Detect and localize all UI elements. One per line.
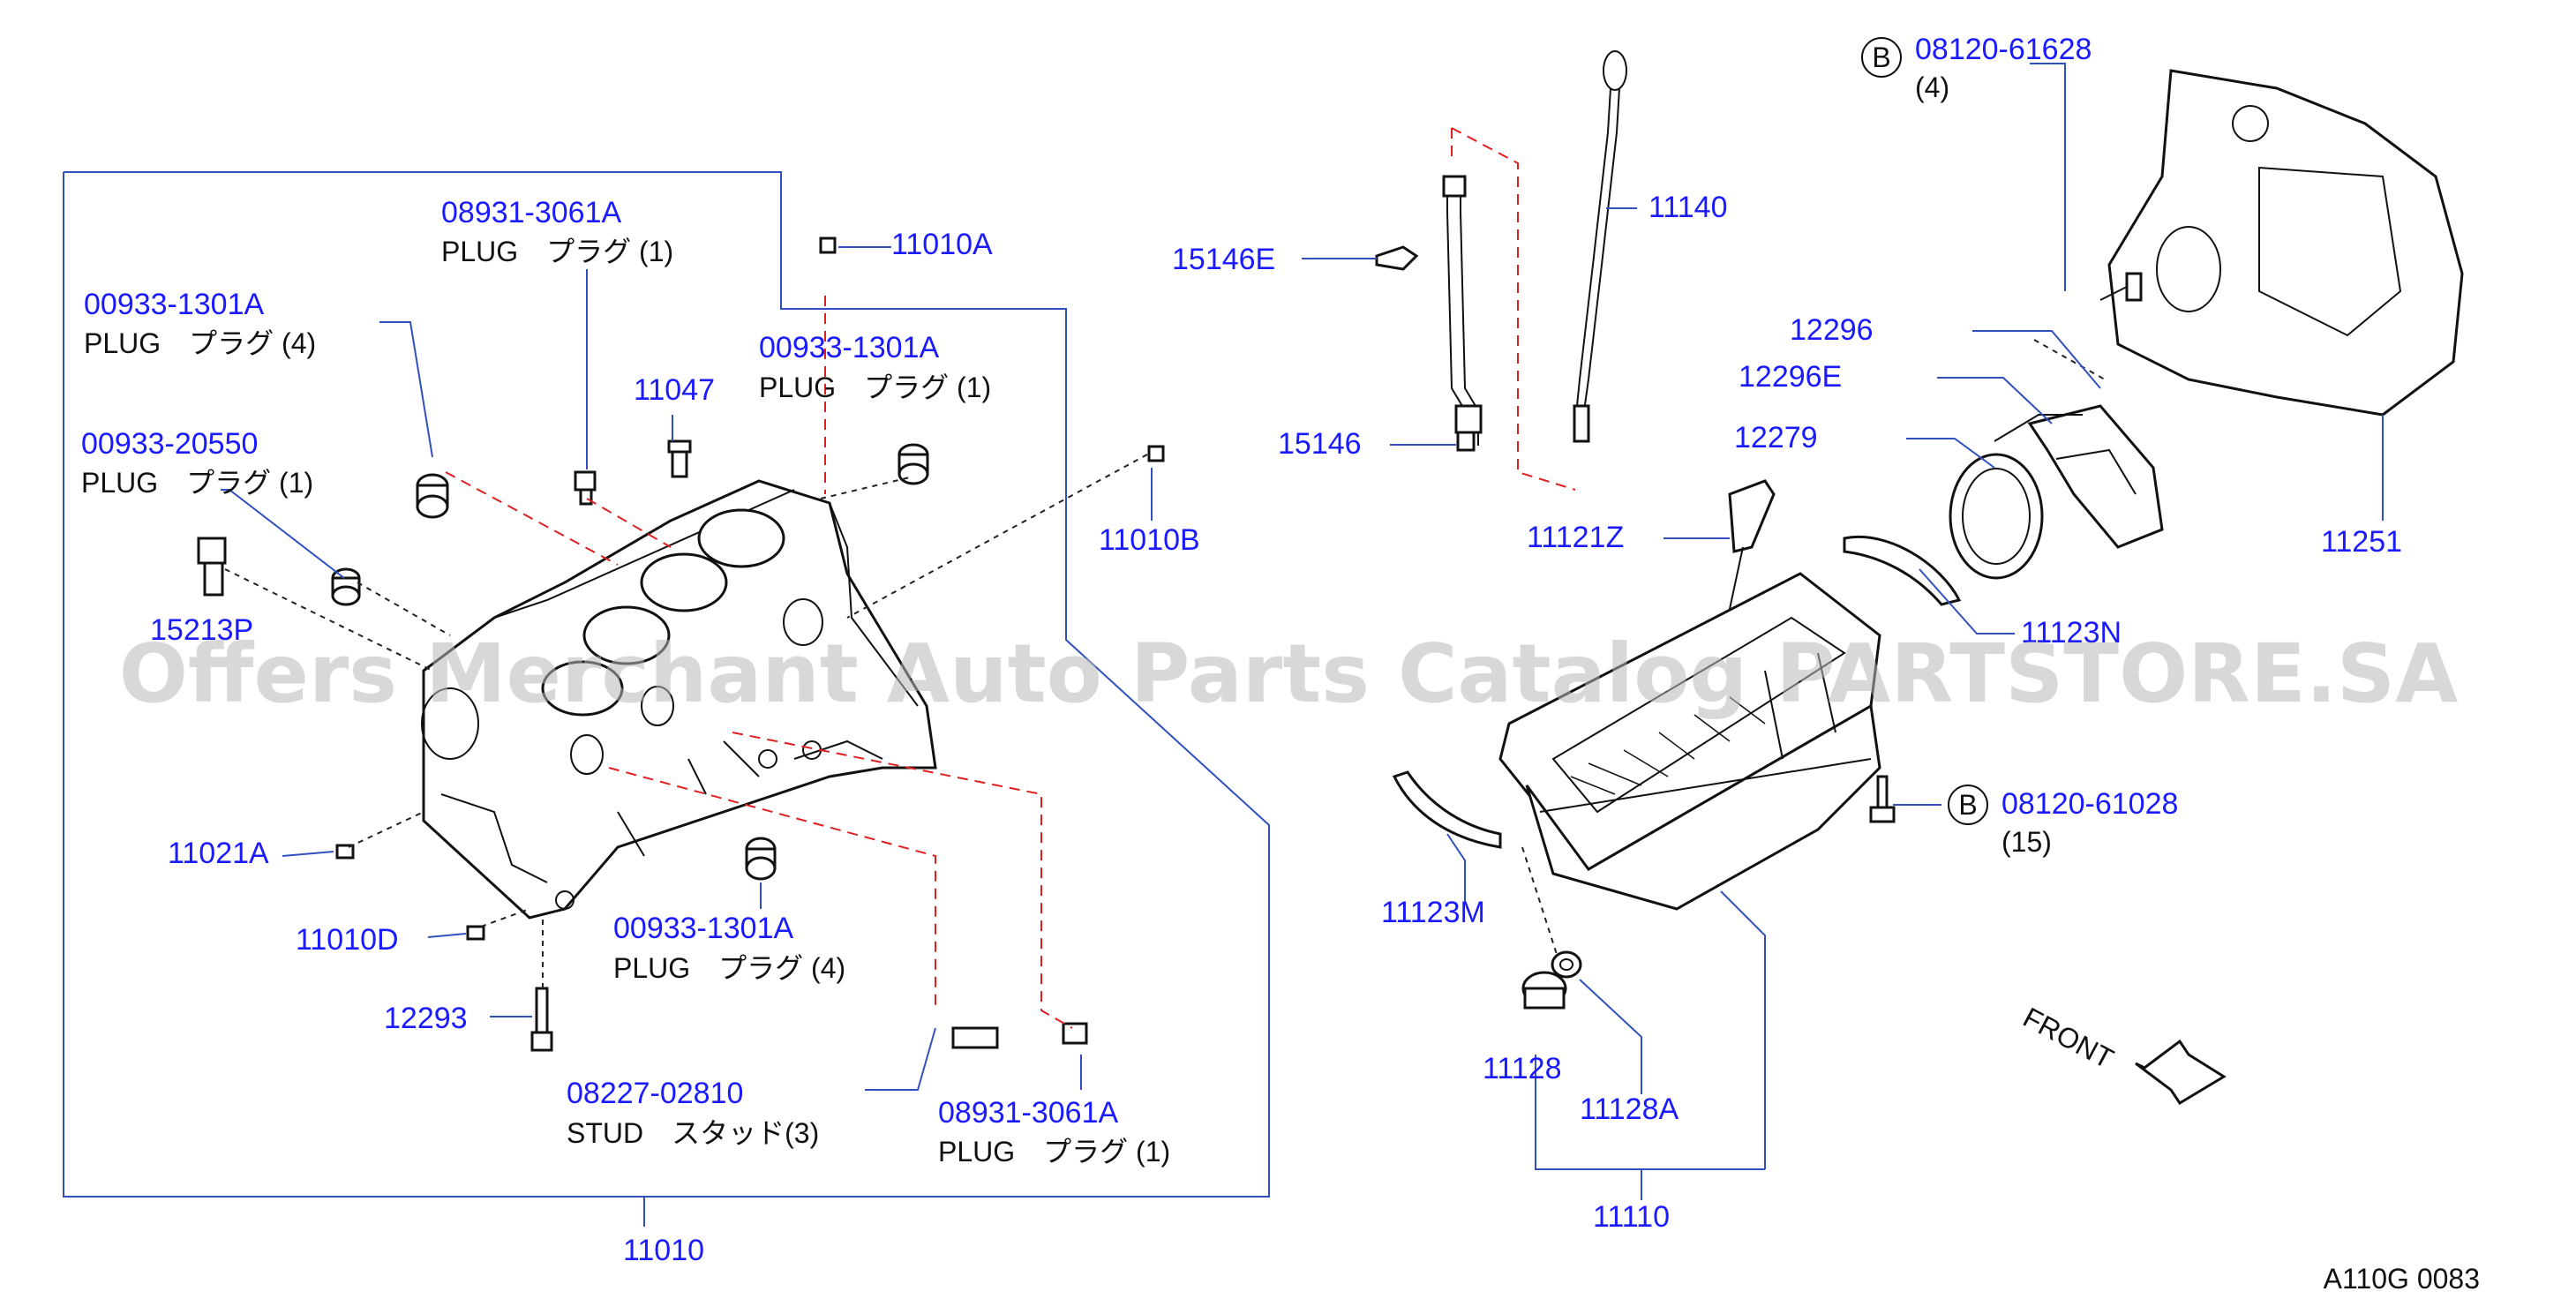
- part-desc-00933-1301A-c: PLUG プラグ (4): [613, 952, 845, 984]
- part-number-12279[interactable]: 12279: [1734, 421, 1818, 454]
- red-connection-lines: [445, 127, 1576, 1029]
- part-number-11110[interactable]: 11110: [1593, 1200, 1670, 1234]
- black-connection-lines: [224, 339, 2106, 988]
- bolt-marker-b-top-label: B: [1872, 41, 1890, 73]
- part-number-12293[interactable]: 12293: [384, 1002, 468, 1035]
- part-number-11121Z[interactable]: 11121Z: [1527, 521, 1624, 554]
- part-number-08120-61028[interactable]: 08120-61028: [2001, 787, 2178, 821]
- bolt-marker-b-top: [1861, 37, 1902, 78]
- drain-plug-drawing: [1521, 272, 2143, 1010]
- front-arrow-icon: [2135, 1039, 2227, 1106]
- part-labels: 08931-3061A PLUG プラグ (1) 11010A 00933-13…: [81, 33, 2402, 1267]
- part-desc-08931-3061A-top: PLUG プラグ (1): [441, 236, 673, 267]
- bearing-seal-drawing: [1392, 536, 1962, 849]
- part-number-11010D[interactable]: 11010D: [296, 923, 399, 957]
- part-number-11128[interactable]: 11128: [1483, 1052, 1562, 1085]
- part-number-11251[interactable]: 11251: [2321, 525, 2402, 559]
- rear-seal-drawing: [1949, 404, 2164, 580]
- front-direction-label: FRONT: [2018, 1001, 2119, 1075]
- part-number-11047[interactable]: 11047: [634, 373, 715, 407]
- bolt-marker-b-bottom-label: B: [1958, 789, 1977, 821]
- block-small-parts: [197, 237, 1165, 1052]
- part-number-11010[interactable]: 11010: [623, 1234, 704, 1267]
- bolt-marker-b-bottom: [1948, 785, 1988, 825]
- part-desc-00933-1301A-a: PLUG プラグ (4): [84, 327, 316, 359]
- part-number-00933-1301A-c[interactable]: 00933-1301A: [613, 912, 794, 945]
- leader-lines: [221, 63, 2384, 1200]
- watermark-text: Offers Merchant Auto Parts Catalog PARTS…: [119, 627, 2459, 721]
- part-desc-08227-02810: STUD スタッド(3): [567, 1117, 819, 1149]
- part-qty-08120-61028: (15): [2001, 826, 2052, 858]
- part-qty-08120-61628: (4): [1915, 71, 1949, 103]
- part-number-15146[interactable]: 15146: [1278, 427, 1362, 461]
- oil-pan-drawing: [1498, 479, 1881, 911]
- diagram-code: A110G 0083: [2324, 1263, 2480, 1295]
- rear-plate-drawing: [2107, 69, 2464, 417]
- part-desc-00933-1301A-b: PLUG プラグ (1): [759, 372, 991, 403]
- part-number-11123M[interactable]: 11123M: [1381, 896, 1485, 929]
- part-number-11021A[interactable]: 11021A: [168, 837, 269, 870]
- part-number-08120-61628[interactable]: 08120-61628: [1915, 33, 2092, 66]
- part-number-08227-02810[interactable]: 08227-02810: [567, 1077, 743, 1110]
- part-number-00933-1301A-b[interactable]: 00933-1301A: [759, 331, 940, 364]
- oil-level-gauge-drawing: [1375, 50, 1627, 452]
- part-number-11128A[interactable]: 11128A: [1580, 1092, 1679, 1126]
- part-number-11010A[interactable]: 11010A: [891, 228, 993, 261]
- part-number-12296[interactable]: 12296: [1790, 313, 1874, 347]
- part-desc-08931-3061A-bottom: PLUG プラグ (1): [938, 1136, 1170, 1168]
- part-number-11010B[interactable]: 11010B: [1099, 523, 1200, 557]
- part-number-08931-3061A-top[interactable]: 08931-3061A: [441, 196, 622, 229]
- part-number-11123N[interactable]: 11123N: [2021, 616, 2122, 649]
- part-number-00933-20550[interactable]: 00933-20550: [81, 427, 258, 461]
- cylinder-block-drawing: [421, 479, 937, 920]
- cylinder-block-assembly-boundary: [63, 171, 1270, 1198]
- part-number-12296E[interactable]: 12296E: [1739, 360, 1842, 394]
- part-number-11140[interactable]: 11140: [1648, 191, 1728, 224]
- part-number-15213P[interactable]: 15213P: [150, 613, 253, 647]
- part-number-08931-3061A-bottom[interactable]: 08931-3061A: [938, 1096, 1119, 1130]
- part-desc-00933-20550: PLUG プラグ (1): [81, 467, 313, 499]
- part-number-00933-1301A-a[interactable]: 00933-1301A: [84, 288, 265, 321]
- part-number-15146E[interactable]: 15146E: [1172, 243, 1275, 276]
